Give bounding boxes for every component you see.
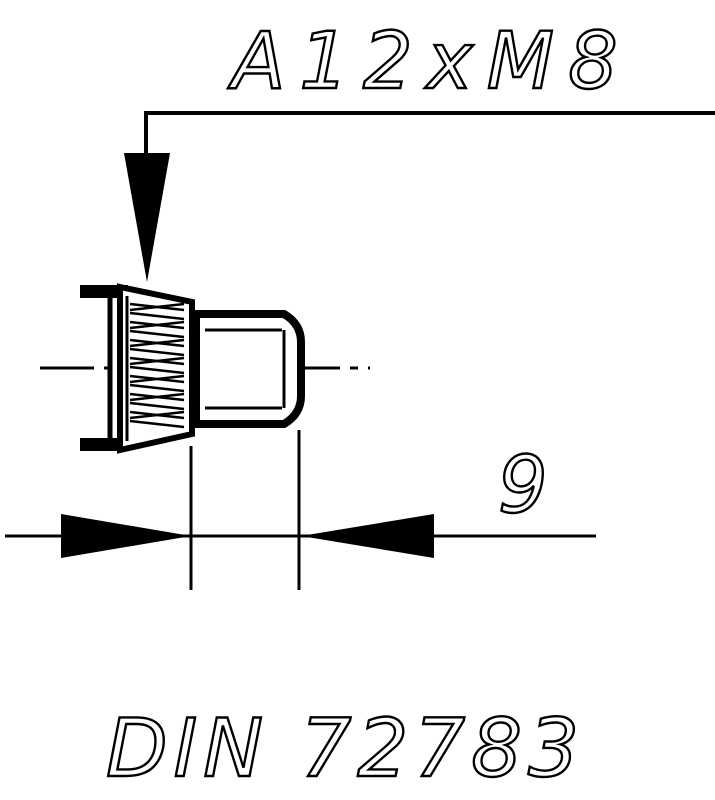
knurl-pattern [129,302,185,429]
leader-line [124,111,715,282]
part-callout-label: A12xM8 [227,17,632,107]
knurled-rivet-nut-icon [40,283,370,454]
dimension-arrow-right-icon [301,514,434,558]
leader-arrow-icon [124,153,170,282]
flange-bottom-lug [80,438,128,451]
dimension-value-label: 9 [498,441,548,531]
shank-outline [192,310,305,428]
length-dimension: 9 [5,430,596,590]
flange-top-lug [80,285,128,298]
dimension-arrow-left-icon [61,514,191,558]
standard-designation-label: DIN 72783 [106,702,585,795]
leader-polyline [144,111,715,160]
